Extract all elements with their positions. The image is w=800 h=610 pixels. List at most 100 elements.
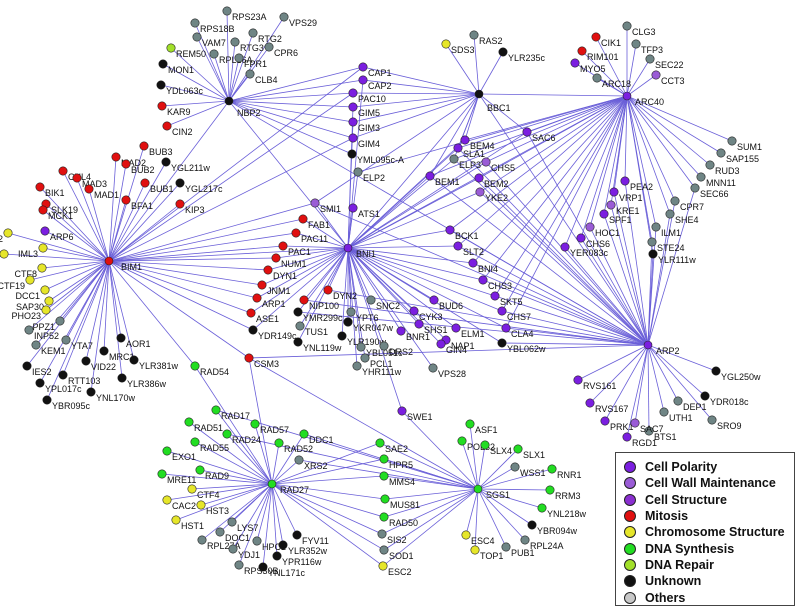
node-GIM3[interactable]: GIM3 — [348, 117, 380, 133]
node-RPL27A[interactable]: RPL27A — [197, 535, 241, 551]
node-CSM3[interactable]: CSM3 — [244, 353, 279, 369]
node-CCT3[interactable]: CCT3 — [651, 70, 685, 86]
node-BBC1[interactable]: BBC1 — [474, 89, 511, 113]
node-BEM4[interactable]: BEM4 — [460, 135, 495, 151]
node-WSS1[interactable]: WSS1 — [510, 462, 546, 478]
node-PHO23[interactable]: PHO23 — [11, 305, 51, 321]
node-SAE2[interactable]: SAE2 — [375, 438, 408, 454]
node-ESC4[interactable]: ESC4 — [461, 530, 495, 546]
node-FYV11[interactable]: FYV11 — [292, 530, 329, 546]
node-RAD52[interactable]: RAD52 — [274, 438, 313, 454]
node-SAC7[interactable]: SAC7 — [630, 418, 664, 434]
node-BEM1[interactable]: BEM1 — [425, 171, 460, 187]
node-YER083c[interactable]: YER083c — [560, 242, 609, 258]
node-YKE2[interactable]: YKE2 — [475, 187, 508, 203]
node-YGL250w[interactable]: YGL250w — [711, 366, 761, 382]
node-CIK1[interactable]: CIK1 — [591, 32, 621, 48]
node-SEC22[interactable]: SEC22 — [645, 54, 684, 70]
node-SOD1[interactable]: SOD1 — [379, 545, 414, 561]
node-NBP2[interactable]: NBP2 — [224, 96, 261, 118]
node-YHR111w[interactable]: YHR111w — [352, 361, 402, 377]
node-YPT6[interactable]: YPT6 — [346, 307, 379, 323]
node-SAC6[interactable]: SAC6 — [522, 127, 556, 143]
node-SMI1[interactable]: SMI1 — [310, 198, 341, 214]
node-ARC18[interactable]: ARC18 — [592, 73, 631, 89]
node-RPS23A[interactable]: RPS23A — [222, 6, 267, 22]
node-MRE11[interactable]: MRE11 — [157, 469, 197, 485]
node-HPC2[interactable]: HPC2 — [252, 536, 286, 552]
node-BTS1[interactable]: BTS1 — [644, 426, 677, 442]
node-YLR235c[interactable]: YLR235c — [498, 47, 546, 63]
node-INP52[interactable]: INP52 — [24, 325, 59, 341]
node-SKT5[interactable]: SKT5 — [490, 291, 523, 307]
node-SGS1[interactable]: SGS1 — [473, 484, 510, 500]
node-RAD9[interactable]: RAD9 — [195, 465, 229, 481]
node-PRK1[interactable]: PRK1 — [600, 416, 634, 432]
node-EXO1[interactable]: EXO1 — [162, 446, 196, 462]
node-YNL218w[interactable]: YNL218w — [537, 503, 587, 519]
node-MUS81[interactable]: MUS81 — [380, 494, 420, 510]
node-RTG2[interactable]: RTG2 — [248, 28, 282, 44]
node-BUB3[interactable]: BUB3 — [139, 141, 173, 157]
node-YMR299c[interactable]: YMR299c — [293, 307, 343, 323]
node-CAP1[interactable]: CAP1 — [358, 62, 392, 78]
node-MRC1[interactable]: MRC1 — [99, 346, 135, 362]
node-CTF4[interactable]: CTF4 — [187, 484, 220, 500]
node-JNM1[interactable]: JNM1 — [257, 280, 291, 296]
node-MMS4[interactable]: MMS4 — [379, 471, 415, 487]
node-ELP3[interactable]: ELP3 — [449, 154, 481, 170]
node-CHS6[interactable]: CHS6 — [576, 233, 610, 249]
node-RVS161[interactable]: RVS161 — [573, 375, 617, 391]
node-MAD3[interactable]: MAD3 — [72, 173, 107, 189]
node-TOP1[interactable]: TOP1 — [470, 545, 504, 561]
node-YLR190w[interactable]: YLR190w — [337, 331, 387, 347]
node-RAD54[interactable]: RAD54 — [190, 361, 229, 377]
node-BFA1[interactable]: BFA1 — [121, 195, 153, 211]
node-RTG3[interactable]: RTG3 — [230, 37, 264, 53]
node-RAS2[interactable]: RAS2 — [469, 30, 503, 46]
node-KRE1[interactable]: KRE1 — [606, 200, 640, 216]
node-SNC2[interactable]: SNC2 — [366, 295, 400, 311]
node-RTT103[interactable]: RTT103 — [58, 370, 101, 386]
node-ARP2[interactable]: ARP2 — [643, 340, 680, 356]
node-CTF8[interactable]: CTF8 — [15, 263, 47, 279]
node-VPS28[interactable]: VPS28 — [428, 363, 466, 379]
node-YLR352w[interactable]: YLR352w — [278, 540, 328, 556]
node-DCC1[interactable]: DCC1 — [15, 285, 50, 301]
node-RAD50[interactable]: RAD50 — [379, 512, 418, 528]
node-CLA4[interactable]: CLA4 — [501, 323, 534, 339]
node-CPR7[interactable]: CPR7 — [670, 196, 704, 212]
node-SAP30[interactable]: SAP30 — [16, 296, 54, 312]
node-GIM5[interactable]: GIM5 — [348, 102, 380, 118]
node-TUS1[interactable]: TUS1 — [295, 321, 328, 337]
node-RGD1[interactable]: RGD1 — [622, 432, 657, 448]
node-BCK1[interactable]: BCK1 — [445, 225, 479, 241]
node-RAD51[interactable]: RAD51 — [184, 417, 223, 433]
node-CTF19[interactable]: CTF19 — [0, 275, 35, 291]
node-SLX4[interactable]: SLX4 — [480, 440, 512, 456]
node-YLR381w[interactable]: YLR381w — [129, 355, 179, 371]
node-HPR5[interactable]: HPR5 — [379, 454, 413, 470]
node-YDR149c[interactable]: YDR149c — [248, 325, 297, 341]
node-YPR116w[interactable]: YPR116w — [272, 551, 322, 567]
node-NUM1[interactable]: NUM1 — [271, 253, 307, 269]
node-CYK3[interactable]: CYK3 — [409, 306, 443, 322]
node-SUM1[interactable]: SUM1 — [727, 136, 762, 152]
node-CHS5[interactable]: CHS5 — [481, 157, 515, 173]
node-YLR386w[interactable]: YLR386w — [117, 373, 167, 389]
node-PAC10[interactable]: PAC10 — [348, 88, 386, 104]
node-CAP2[interactable]: CAP2 — [358, 75, 392, 91]
node-YBR095c[interactable]: YBR095c — [42, 395, 91, 411]
node-GIM4[interactable]: GIM4 — [348, 133, 380, 149]
node-YBR094w[interactable]: YBR094w — [527, 520, 578, 536]
node-RPL24A[interactable]: RPL24A — [520, 535, 564, 551]
node-ASF1[interactable]: ASF1 — [465, 419, 498, 435]
node-YNL171c[interactable]: YNL171c — [258, 562, 306, 578]
node-BNR1[interactable]: BNR1 — [396, 326, 430, 342]
node-PAC11[interactable]: PAC11 — [291, 228, 328, 244]
node-STE24[interactable]: STE24 — [647, 237, 685, 253]
node-YDL063c[interactable]: YDL063c — [156, 80, 204, 96]
node-MCM21[interactable]: MCM21 — [0, 249, 9, 265]
node-BNI4[interactable]: BNI4 — [468, 258, 498, 274]
node-CAC2[interactable]: CAC2 — [162, 495, 196, 511]
